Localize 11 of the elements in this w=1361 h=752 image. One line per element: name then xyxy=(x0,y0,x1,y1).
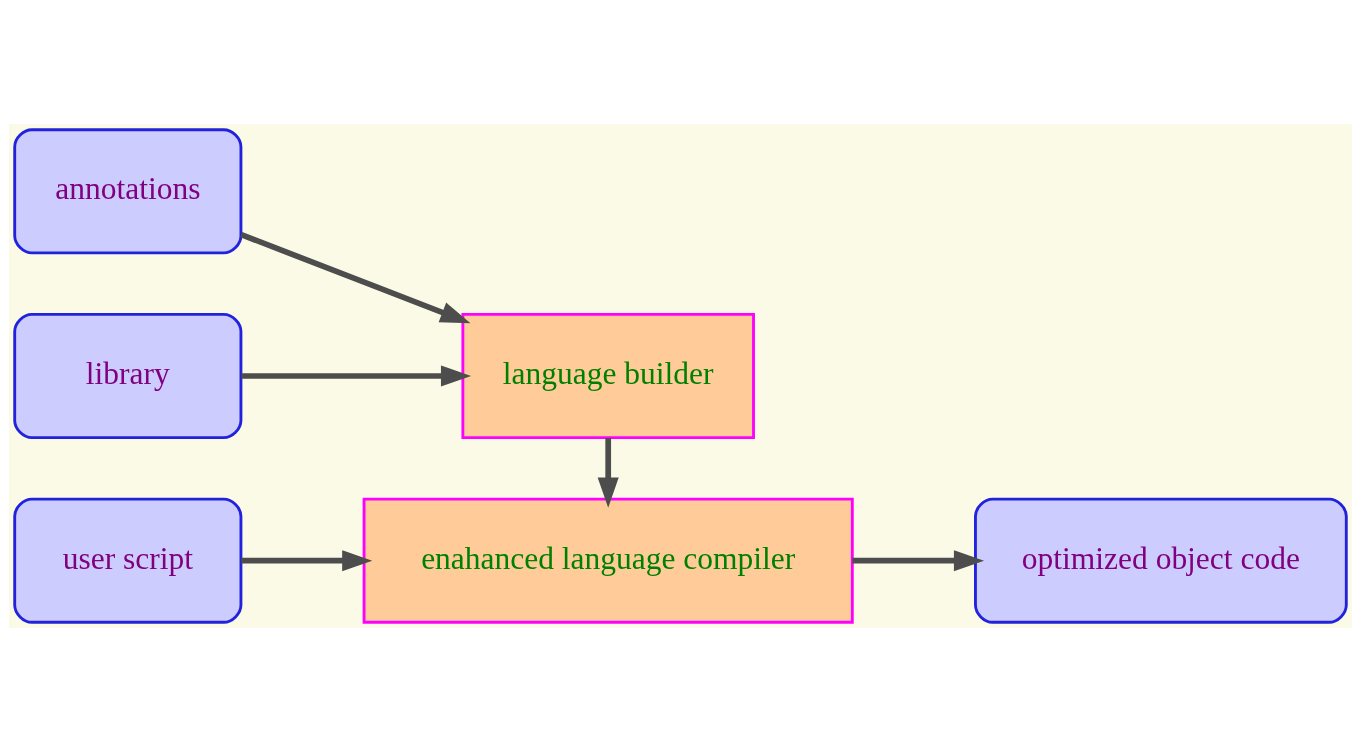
arrow xyxy=(597,438,619,508)
arrow xyxy=(241,365,472,387)
node-box: language builder xyxy=(461,313,755,439)
arrow xyxy=(240,231,471,324)
arrow xyxy=(852,550,985,572)
node-box: optimized object code xyxy=(974,497,1348,624)
node-box: user script xyxy=(13,497,243,624)
arrow xyxy=(241,550,373,572)
node-box: enahanced language compiler xyxy=(362,497,854,624)
node-box: annotations xyxy=(13,128,243,255)
node-box: library xyxy=(13,313,243,439)
